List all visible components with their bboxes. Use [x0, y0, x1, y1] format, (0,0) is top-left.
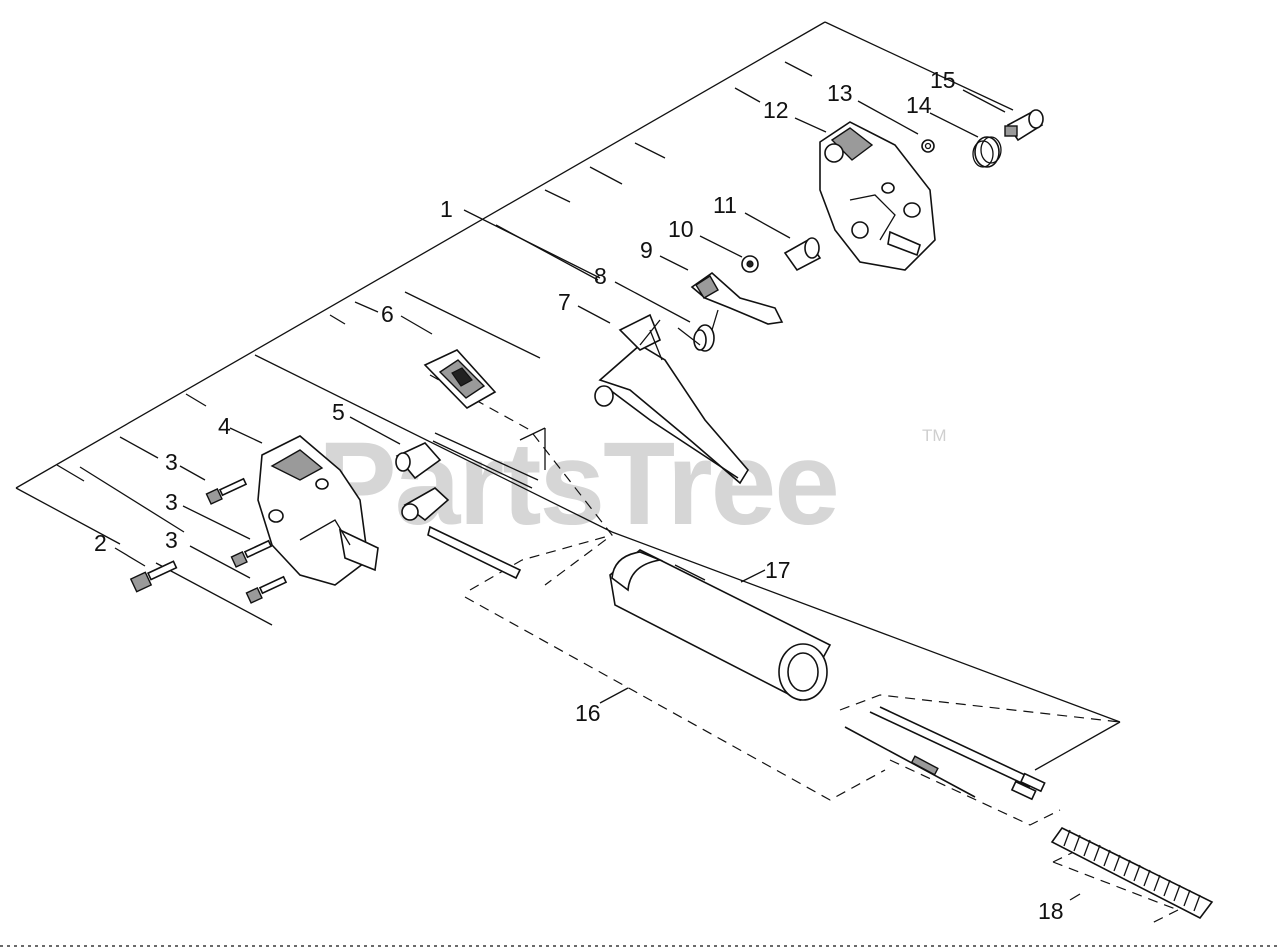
callout-4: 4: [218, 413, 231, 439]
callout-11: 11: [713, 192, 737, 218]
callout-15: 15: [930, 67, 956, 93]
callout-18: 18: [1038, 898, 1064, 924]
part-3-screws: [205, 477, 288, 604]
part-4-housing: [257, 435, 379, 586]
callout-3-top: 3: [165, 449, 178, 475]
part-9-lever: [690, 271, 784, 325]
callout-12: 12: [763, 97, 789, 123]
callout-14: 14: [906, 92, 932, 118]
callouts: 1 2 3 3 3 4 5 6 7 8 9 10 11 12 13 14 15 …: [94, 67, 1064, 924]
part-12-housing: [819, 121, 936, 271]
part-6-switch-block: [423, 349, 497, 410]
watermark-trademark: TM: [922, 426, 947, 445]
callout-10: 10: [668, 216, 694, 242]
part-14-spring: [972, 136, 1002, 168]
part-17-grip: [609, 549, 832, 702]
callout-1: 1: [440, 196, 453, 222]
part-18-coil-spring: [1050, 826, 1214, 920]
callout-8: 8: [594, 263, 607, 289]
callout-17: 17: [765, 557, 791, 583]
callout-2: 2: [94, 530, 107, 556]
callout-3-bottom: 3: [165, 527, 178, 553]
callout-9: 9: [640, 237, 653, 263]
callout-7: 7: [558, 289, 571, 315]
part-5-switch: [395, 427, 546, 580]
callout-5: 5: [332, 399, 345, 425]
part-13-nut: [921, 139, 935, 153]
part-2-bolt: [129, 560, 178, 593]
part-10-clip: [741, 255, 759, 273]
callout-16: 16: [575, 700, 601, 726]
part-16-cables: [844, 706, 1046, 801]
part-11-pin: [783, 237, 822, 272]
part-8-spring: [677, 309, 719, 352]
watermark: PartsTree: [318, 418, 838, 550]
callout-6: 6: [381, 301, 394, 327]
callout-3-middle: 3: [165, 489, 178, 515]
callout-13: 13: [827, 80, 853, 106]
part-15-knob: [1004, 109, 1044, 142]
part-7-trigger: [594, 313, 749, 485]
